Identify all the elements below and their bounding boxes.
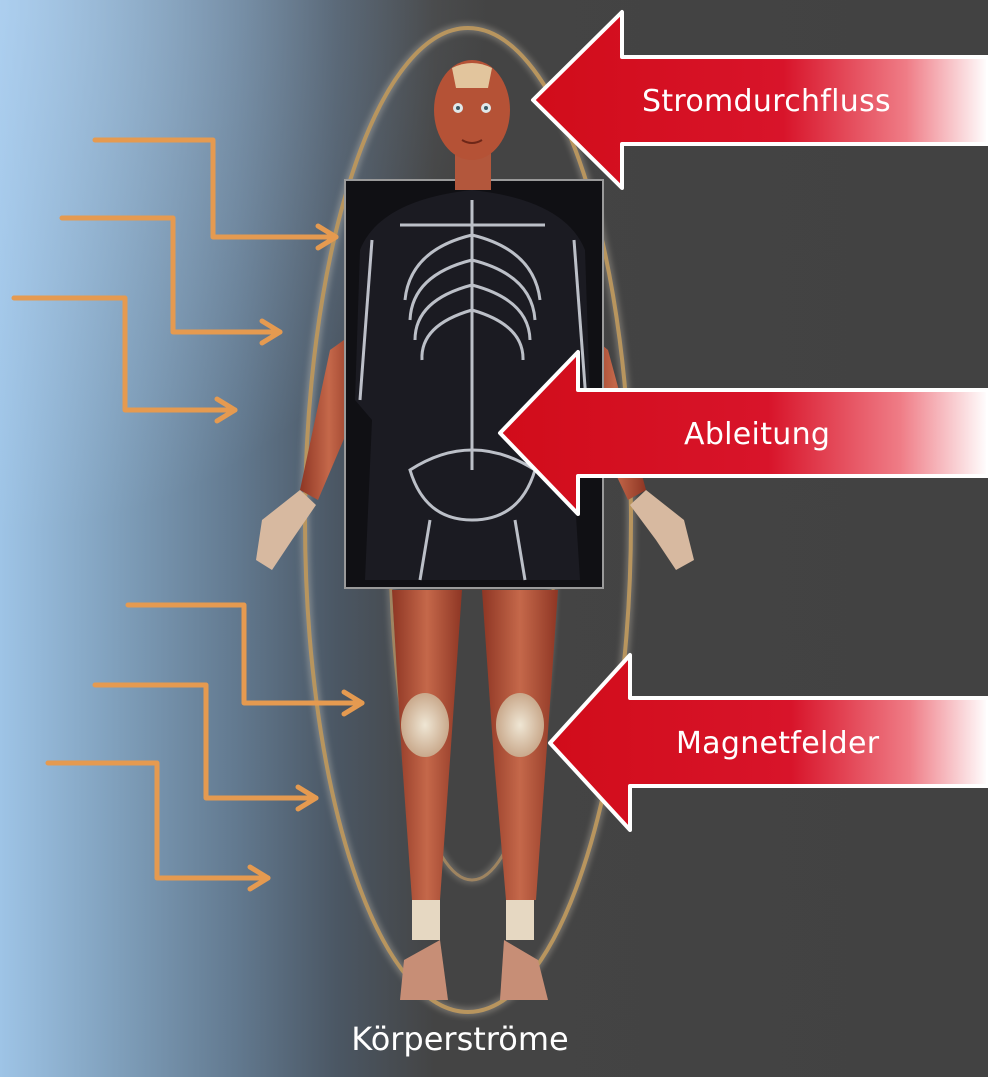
arrow-label-magnetfelder: Magnetfelder: [676, 726, 879, 761]
legs: [392, 590, 558, 1000]
arrow-label-stromdurchfluss: Stromdurchfluss: [642, 84, 891, 119]
arrow-label-ableitung: Ableitung: [684, 417, 830, 452]
stepped-signal-arrow-icon: [14, 140, 362, 889]
figure-caption: Körperströme: [0, 1020, 920, 1058]
head: [434, 60, 510, 190]
